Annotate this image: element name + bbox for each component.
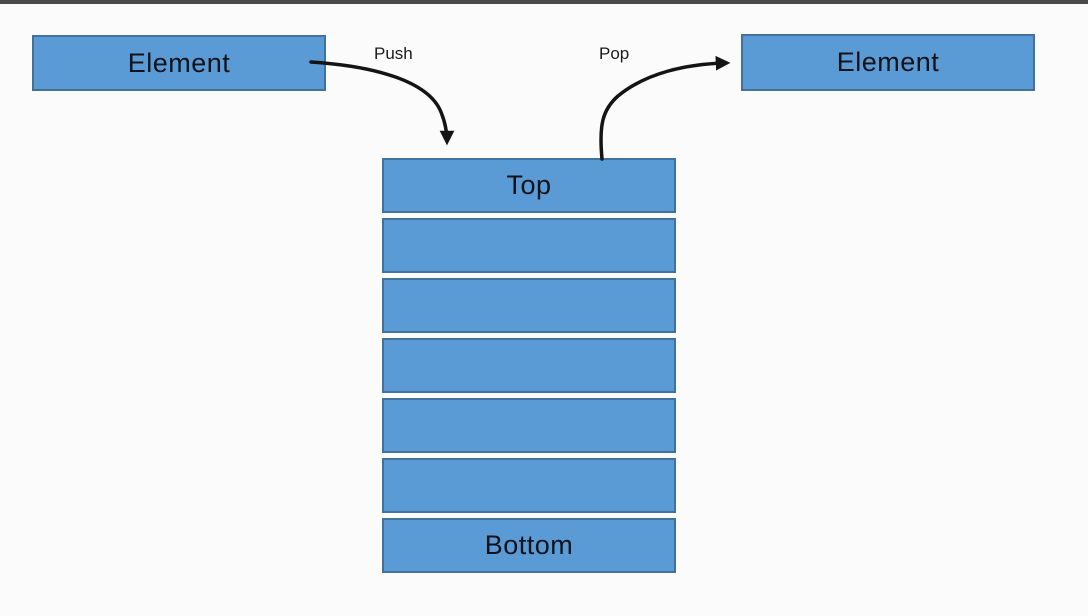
element-box-incoming: Element <box>32 35 326 91</box>
stack-cell <box>382 278 676 333</box>
stack-cell <box>382 218 676 273</box>
push-arrow <box>309 60 455 146</box>
stack-cell <box>382 398 676 453</box>
push-label: Push <box>374 44 413 63</box>
element-box-outgoing-label: Element <box>836 47 940 77</box>
stack-cell-bottom-label: Bottom <box>484 530 574 560</box>
element-box-incoming-label: Element <box>127 47 231 78</box>
stack-cell-top-label: Top <box>506 170 552 200</box>
pop-label: Pop <box>599 44 630 63</box>
stack-cell-top: Top <box>382 158 676 213</box>
stack-container: Top Bottom <box>382 158 676 573</box>
pop-arrow <box>599 55 731 161</box>
element-box-outgoing: Element <box>741 34 1035 91</box>
stack-cell <box>382 458 676 513</box>
top-divider-bar <box>0 0 1088 4</box>
stack-cell-bottom: Bottom <box>382 518 676 573</box>
stack-cell <box>382 338 676 393</box>
